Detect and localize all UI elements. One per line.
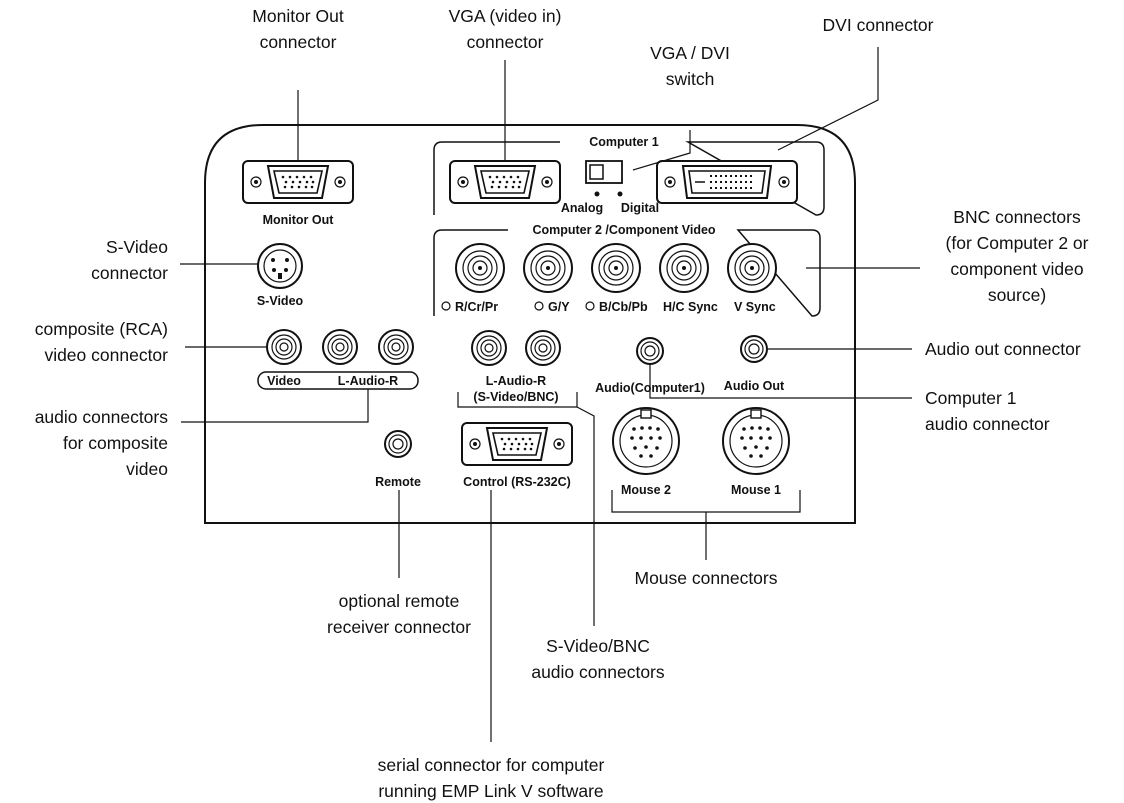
dvi-port [656, 160, 798, 204]
analog-label: Analog [561, 201, 603, 215]
svg-text:connector: connector [260, 32, 337, 52]
bnc-connector-hsync [659, 243, 709, 293]
rca-audio-r-jack [378, 329, 414, 365]
svideo-bnc-panel-label: (S-Video/BNC) [473, 390, 558, 404]
callout-mouse: Mouse connectors [635, 568, 778, 588]
svg-text:switch: switch [666, 69, 715, 89]
computer2-label: Computer 2 /Component Video [532, 223, 715, 237]
bnc-connector-b [591, 243, 641, 293]
svg-text:for composite: for composite [63, 433, 168, 453]
vga-dvi-switch [585, 160, 623, 197]
leader-lines [180, 47, 920, 742]
mouse2-port [612, 407, 680, 475]
svg-text:connector: connector [91, 263, 168, 283]
callout-dvi: DVI connector [823, 15, 934, 35]
callout-s-video: S-Video connector [91, 237, 168, 283]
callout-serial: serial connector for computer running EM… [378, 755, 605, 801]
svg-text:VGA (video in): VGA (video in) [449, 6, 562, 26]
rca-video-jack [266, 329, 302, 365]
computer2-group-box [433, 229, 821, 317]
svg-text:Audio out connector: Audio out connector [925, 339, 1081, 359]
callout-vga-in: VGA (video in) connector [449, 6, 562, 52]
svg-text:Mouse connectors: Mouse connectors [635, 568, 778, 588]
svideo-bnc-audio-r-jack [525, 330, 561, 366]
audio-out-jack [740, 335, 768, 363]
composite-group-box [257, 371, 419, 390]
mouse1-port [722, 407, 790, 475]
bnc-connector-vsync [727, 243, 777, 293]
digital-label: Digital [621, 201, 659, 215]
callout-monitor-out: Monitor Out connector [252, 6, 344, 52]
remote-panel-label: Remote [375, 475, 421, 489]
computer1-label: Computer 1 [589, 135, 659, 149]
audio-computer1-jack [636, 337, 664, 365]
bnc-r-indicator [441, 301, 451, 311]
callout-computer1-audio: Computer 1 audio connector [925, 388, 1050, 434]
svg-text:audio connector: audio connector [925, 414, 1050, 434]
svg-text:audio connectors: audio connectors [35, 407, 169, 427]
svg-text:audio connectors: audio connectors [531, 662, 665, 682]
audio-out-panel-label: Audio Out [724, 379, 785, 393]
l-audio-r-panel-label: L-Audio-R [338, 374, 398, 388]
vga-in-port [449, 160, 561, 204]
mouse1-panel-label: Mouse 1 [731, 483, 781, 497]
bnc-connector-g [523, 243, 573, 293]
svg-text:Monitor Out: Monitor Out [252, 6, 344, 26]
projector-back-panel [204, 124, 856, 524]
bnc-label-r: R/Cr/Pr [455, 300, 498, 314]
svg-text:source): source) [988, 285, 1046, 305]
control-rs232c-panel-label: Control (RS-232C) [463, 475, 571, 489]
computer1-group-box [433, 141, 825, 216]
svg-text:receiver connector: receiver connector [327, 617, 471, 637]
bnc-label-vsync: V Sync [734, 300, 776, 314]
svg-text:connector: connector [467, 32, 544, 52]
rs232c-port [461, 422, 573, 466]
callout-svideo-bnc-audio: S-Video/BNC audio connectors [531, 636, 665, 682]
bnc-label-g: G/Y [548, 300, 570, 314]
svg-text:optional remote: optional remote [339, 591, 460, 611]
svg-text:BNC connectors: BNC connectors [953, 207, 1081, 227]
svg-text:composite (RCA): composite (RCA) [35, 319, 168, 339]
svg-text:DVI connector: DVI connector [823, 15, 934, 35]
svideo-bnc-bracket [457, 392, 578, 408]
monitor-out-panel-label: Monitor Out [263, 213, 335, 227]
callout-audio-out: Audio out connector [925, 339, 1081, 359]
svg-text:S-Video: S-Video [106, 237, 168, 257]
callout-composite-audio: audio connectors for composite video [35, 407, 169, 479]
svg-text:video connector: video connector [44, 345, 168, 365]
svg-text:Computer 1: Computer 1 [925, 388, 1016, 408]
video-panel-label: Video [267, 374, 301, 388]
callout-bnc: BNC connectors (for Computer 2 or compon… [946, 207, 1089, 305]
svg-text:component video: component video [950, 259, 1083, 279]
svg-text:serial connector for computer: serial connector for computer [378, 755, 605, 775]
l-audio-r-2-panel-label: L-Audio-R [486, 374, 546, 388]
svg-text:video: video [126, 459, 168, 479]
remote-jack [384, 430, 412, 458]
s-video-panel-label: S-Video [257, 294, 304, 308]
monitor-out-port [242, 160, 354, 204]
bnc-connector-r [455, 243, 505, 293]
bnc-label-hsync: H/C Sync [663, 300, 718, 314]
callout-composite: composite (RCA) video connector [35, 319, 168, 365]
bnc-g-indicator [534, 301, 544, 311]
mouse2-panel-label: Mouse 2 [621, 483, 671, 497]
s-video-port [257, 243, 303, 289]
svideo-bnc-audio-l-jack [471, 330, 507, 366]
callout-vga-dvi-switch: VGA / DVI switch [650, 43, 730, 89]
svg-text:running EMP Link V software: running EMP Link V software [378, 781, 603, 801]
bnc-label-b: B/Cb/Pb [599, 300, 648, 314]
rca-audio-l-jack [322, 329, 358, 365]
bnc-b-indicator [585, 301, 595, 311]
svg-text:(for Computer 2 or: (for Computer 2 or [946, 233, 1089, 253]
svg-text:S-Video/BNC: S-Video/BNC [546, 636, 650, 656]
callout-remote: optional remote receiver connector [327, 591, 471, 637]
svg-text:VGA / DVI: VGA / DVI [650, 43, 730, 63]
